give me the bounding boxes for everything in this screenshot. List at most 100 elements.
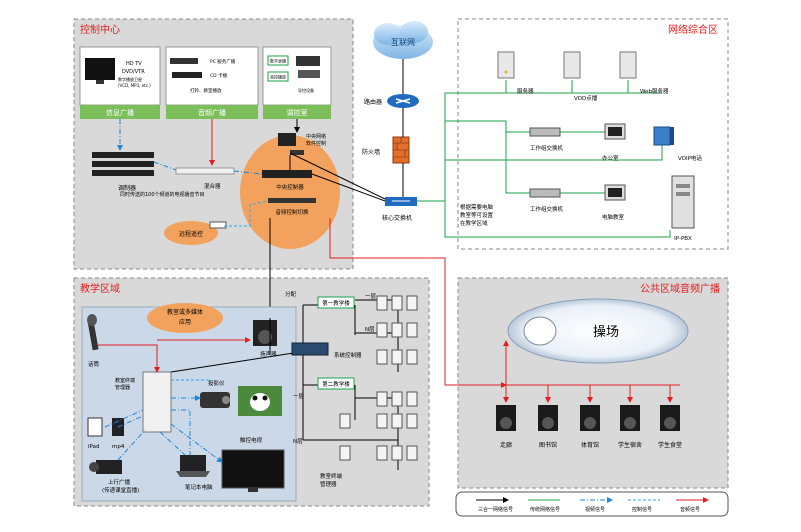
svg-text:(VCD, MP3, etc.): (VCD, MP3, etc.): [118, 83, 151, 88]
svg-text:互联网: 互联网: [391, 38, 415, 47]
panel-label-bar: [80, 105, 160, 119]
svg-text:同时传送的100个频道的电视播音节目: 同时传送的100个频道的电视播音节目: [120, 191, 205, 198]
web-server: Web服务器: [619, 51, 669, 95]
svg-text:根据需要电脑: 根据需要电脑: [460, 203, 494, 211]
svg-text:教室终端: 教室终端: [115, 377, 135, 384]
svg-text:操场: 操场: [593, 324, 619, 340]
voip-phone: VOIP电话: [653, 126, 702, 162]
classroom-speaker: 扬声器: [253, 320, 277, 358]
building-2: 第二教学楼: [317, 377, 355, 390]
svg-text:音频广播: 音频广播: [198, 108, 226, 117]
core-switch: 核心交换机: [382, 197, 417, 222]
vod-server: VOD点播: [563, 51, 598, 102]
svg-text:音频控制切换: 音频控制切换: [275, 208, 309, 216]
floor-1a: 一层: [365, 293, 377, 300]
internet-cloud: 互联网: [373, 21, 433, 59]
tv-icon: [85, 58, 115, 80]
control-pc: 中央网络 软件控制: [278, 133, 326, 155]
svg-text:混合器: 混合器: [204, 182, 221, 190]
svg-text:中央控制器: 中央控制器: [276, 183, 304, 191]
microphone: 话筒: [87, 314, 100, 368]
legend-item-integrated: 三合一网络信号: [476, 497, 513, 513]
svg-text:扬声器: 扬声器: [260, 350, 277, 358]
svg-text:HD TV: HD TV: [126, 61, 142, 67]
svg-text:教室终端: 教室终端: [320, 472, 343, 480]
svg-text:信息广播: 信息广播: [106, 108, 134, 117]
central-control-highlight: [240, 135, 340, 249]
svg-text:iPad: iPad: [88, 444, 99, 450]
svg-text:工作组交换机: 工作组交换机: [530, 144, 564, 152]
svg-text:图书馆: 图书馆: [539, 441, 557, 449]
classroom-wiring: [98, 337, 301, 463]
office-pc: 办公室: [602, 123, 626, 162]
floor-nb: N层: [293, 438, 303, 445]
svg-text:教室或多媒体: 教室或多媒体: [167, 308, 203, 316]
remote-control: 远程遥控: [164, 221, 227, 245]
player-icon: [170, 58, 198, 64]
svg-text:第二教学楼: 第二教学楼: [322, 380, 350, 388]
server: 服务器: [497, 51, 534, 95]
touch-tv: 触控电视: [221, 436, 285, 492]
playground: 操场: [507, 298, 689, 364]
mp4-player: mp4: [112, 418, 125, 450]
svg-text:控制信号: 控制信号: [632, 506, 652, 513]
system-controller: 系统控制器: [291, 342, 362, 359]
floor-1b: 一层: [293, 393, 305, 400]
ipad: iPad: [87, 417, 103, 450]
trunk-lines: [267, 218, 507, 388]
svg-text:电脑教室: 电脑教室: [602, 213, 625, 221]
svg-text:在教学区域: 在教学区域: [460, 219, 488, 227]
svg-text:CD 卡播: CD 卡播: [210, 72, 228, 79]
zone-network-title: 网络综合区: [668, 23, 718, 36]
svg-text:音频信号: 音频信号: [680, 506, 700, 513]
legend-item-audio: 音频信号: [676, 497, 709, 513]
building-1: 第一教学楼: [317, 296, 355, 309]
svg-text:工作组交换机: 工作组交换机: [530, 205, 564, 213]
multimedia-bubble: 教室或多媒体 应用: [147, 303, 223, 333]
svg-text:管理器: 管理器: [115, 384, 130, 391]
firewall: 防火墙: [362, 136, 410, 164]
svg-text:音控播放: 音控播放: [270, 74, 286, 80]
svg-text:DVD/VTR: DVD/VTR: [122, 69, 145, 75]
svg-text:中央网络: 中央网络: [306, 133, 326, 140]
svg-text:路由器: 路由器: [364, 98, 382, 106]
laptop: 笔记本电脑: [176, 455, 213, 491]
legend: 三合一网络信号 传统网络信号 视频信号 控制信号 音频信号: [455, 491, 729, 517]
svg-text:远程遥控: 远程遥控: [179, 230, 203, 238]
svg-text:体育馆: 体育馆: [581, 441, 599, 449]
classroom-terminals: [339, 295, 418, 461]
control-panel-room: 数字录播 音控播放 导控设备 调控室: [262, 46, 332, 119]
svg-text:(传递课堂直播): (传递课堂直播): [102, 486, 139, 494]
legend-item-control: 控制信号: [628, 499, 660, 513]
svg-text:服务器: 服务器: [517, 87, 534, 95]
terminal-manager-label: 教室终端 管理器: [320, 472, 343, 488]
svg-text:三合一网络信号: 三合一网络信号: [478, 506, 513, 513]
svg-text:打铃、教室播放: 打铃、教室播放: [190, 87, 222, 94]
svg-text:数字录播: 数字录播: [270, 58, 286, 64]
classroom-terminal: 教室终端 管理器: [115, 371, 172, 433]
control-panel-audio: PC 服务广播 CD 卡播 打铃、教室播放 音频广播: [165, 46, 259, 119]
workgroup-switch-1: 工作组交换机: [529, 127, 564, 152]
svg-text:笔记本电脑: 笔记本电脑: [185, 483, 213, 491]
svg-text:管理器: 管理器: [320, 480, 337, 488]
svg-text:VOD点播: VOD点播: [574, 94, 598, 102]
svg-text:走廊: 走廊: [500, 441, 512, 449]
svg-text:IP-PBX: IP-PBX: [674, 236, 692, 242]
svg-text:系统控制器: 系统控制器: [334, 351, 362, 359]
svg-text:调制器: 调制器: [118, 184, 136, 192]
network-note: 根据需要电脑 教室等可设置 在教学区域: [460, 203, 494, 227]
speaker-corridor: 走廊: [496, 405, 516, 449]
ip-pbx: IP-PBX: [671, 175, 695, 242]
svg-text:PC 服务广播: PC 服务广播: [210, 58, 236, 65]
svg-text:软件控制: 软件控制: [306, 140, 326, 147]
floor-na: N层: [365, 326, 375, 333]
control-panel-tv: HD TV DVD/VTR 数字播放卫星 (VCD, MP3, etc.) 信息…: [79, 46, 161, 119]
svg-text:防火墙: 防火墙: [362, 148, 380, 156]
distribute-label: 分配: [285, 290, 297, 298]
svg-text:数字播放卫星: 数字播放卫星: [118, 76, 142, 82]
zone-teaching-title: 教学区域: [80, 282, 120, 295]
svg-text:导控设备: 导控设备: [298, 87, 314, 93]
zone-public-title: 公共区域音频广播: [640, 282, 720, 295]
modulator: 调制器: [92, 152, 154, 192]
